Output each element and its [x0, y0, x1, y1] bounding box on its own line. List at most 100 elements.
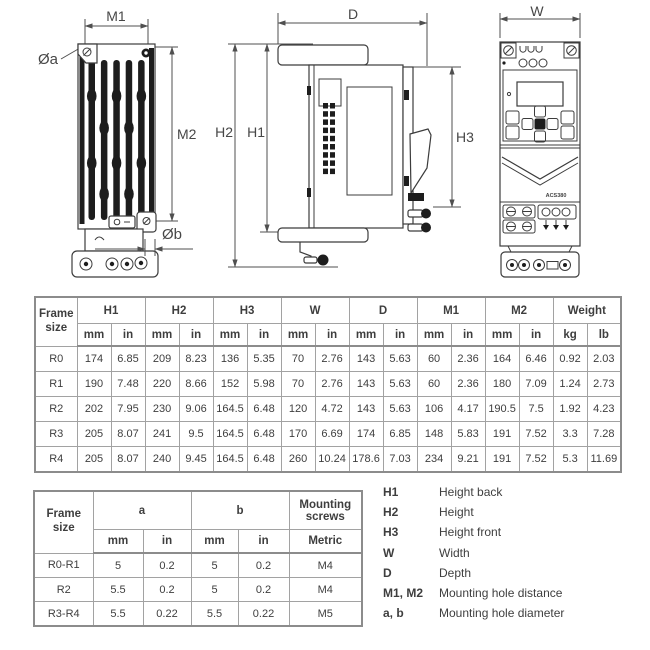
- cell: 70: [280, 371, 316, 397]
- cell: 6.85: [382, 421, 418, 447]
- cell: 143: [348, 345, 384, 372]
- cell: 5: [190, 577, 239, 602]
- connector-cover: [409, 128, 432, 195]
- unit-header: mm: [144, 323, 180, 347]
- legend-description: Height front: [439, 525, 502, 540]
- cell: 164.5: [212, 446, 248, 473]
- cell: 5.3: [552, 446, 588, 473]
- cell: 143: [348, 396, 384, 422]
- frame-cell: R1: [34, 371, 78, 397]
- cell: 230: [144, 396, 180, 422]
- legend-item: D Depth: [383, 563, 564, 583]
- cell: 8.07: [110, 446, 146, 473]
- cell: 10.24: [314, 446, 350, 473]
- cell: 4.23: [586, 396, 622, 422]
- cell: M4: [288, 577, 363, 602]
- bottom-mounting-tab: [277, 227, 369, 243]
- drive-side-profile: [277, 44, 432, 266]
- group-header-m2: M2: [484, 296, 554, 324]
- control-panel: [502, 69, 578, 142]
- cell: 178.6: [348, 446, 384, 473]
- cell: 8.66: [178, 371, 214, 397]
- cell: 136: [212, 345, 248, 372]
- cell: 180: [484, 371, 520, 397]
- legend-term: W: [383, 545, 395, 560]
- cell: 0.22: [237, 601, 290, 627]
- cell: 2.03: [586, 345, 622, 372]
- table-row: R4 205 8.07 240 9.45 164.5 6.48 260 10.2…: [34, 446, 622, 473]
- legend-description: Height: [439, 505, 474, 520]
- cell: 0.2: [142, 577, 192, 602]
- unit-header-row: mm in mm in mm in mm in mm in mm in mm i…: [35, 323, 622, 347]
- heatsink-body: [77, 43, 157, 233]
- cell: 11.69: [586, 446, 622, 473]
- cell: M4: [288, 552, 363, 578]
- connector-icon: [519, 46, 527, 53]
- legend-item: H3 Height front: [383, 522, 564, 542]
- cell: 7.52: [518, 446, 554, 473]
- cell: 152: [212, 371, 248, 397]
- frame-cell: R2: [33, 577, 94, 602]
- legend-description: Height back: [439, 485, 503, 500]
- cell: 170: [280, 421, 316, 447]
- dip-switch-block: [323, 103, 335, 175]
- cell: 220: [144, 371, 180, 397]
- cell: 5: [92, 552, 144, 578]
- cell: 5.63: [382, 371, 418, 397]
- table-row: R2 5.5 0.2 5 0.2 M4: [33, 577, 363, 602]
- cell: 5.63: [382, 345, 418, 372]
- frame-size-header: Frame size: [33, 490, 94, 554]
- mounting-ear-top-left: [77, 43, 98, 64]
- group-header-d: D: [348, 296, 418, 324]
- cell: 2.76: [314, 345, 350, 372]
- h2-dimension: H2: [215, 43, 338, 268]
- cell: 2.76: [314, 371, 350, 397]
- group-header-b: b: [190, 490, 290, 530]
- cell: 60: [416, 371, 452, 397]
- cell: 205: [76, 421, 112, 447]
- cell: 4.17: [450, 396, 486, 422]
- group-header-row: Frame size H1 H2 H3 W D M1 M2 Weight: [34, 296, 622, 347]
- w-dimension: W: [499, 6, 581, 38]
- mounting-ear-bottom-right: [136, 211, 157, 233]
- cell: M5: [288, 601, 363, 627]
- corner-screw-right: [563, 42, 580, 59]
- legend-item: a, b Mounting hole diameter: [383, 603, 564, 623]
- group-header-w: W: [280, 296, 350, 324]
- legend-item: M1, M2 Mounting hole distance: [383, 583, 564, 603]
- frame-cell: R4: [34, 446, 78, 473]
- cell: 5.98: [246, 371, 282, 397]
- frame-cell: R3: [34, 421, 78, 447]
- unit-header: in: [450, 323, 486, 347]
- h3-label: H3: [456, 129, 474, 145]
- cell: 164.5: [212, 396, 248, 422]
- keypad: [505, 105, 575, 143]
- unit-header: mm: [484, 323, 520, 347]
- cell: 1.92: [552, 396, 588, 422]
- front-view-drawing: W: [499, 6, 581, 278]
- group-header-a: a: [92, 490, 192, 530]
- unit-header: mm: [190, 529, 239, 554]
- rear-view-drawing: M1 M2 Øa: [38, 8, 197, 278]
- cell: 5.83: [450, 421, 486, 447]
- unit-header: in: [314, 323, 350, 347]
- cell: 191: [484, 421, 520, 447]
- cell: 0.2: [142, 552, 192, 578]
- unit-header: kg: [552, 323, 588, 347]
- product-label: ACS380: [546, 193, 567, 199]
- unit-header: in: [110, 323, 146, 347]
- legend-term: M1, M2: [383, 586, 424, 601]
- cell: 9.45: [178, 446, 214, 473]
- dia-b-label: Øb: [162, 226, 182, 243]
- cell: 7.48: [110, 371, 146, 397]
- cable-clamp-plate: [500, 251, 580, 278]
- cell: 9.5: [178, 421, 214, 447]
- cell: 2.73: [586, 371, 622, 397]
- unit-header: in: [237, 529, 290, 554]
- unit-header: Metric: [288, 529, 363, 554]
- cell: 7.09: [518, 371, 554, 397]
- unit-header: mm: [416, 323, 452, 347]
- m1-label: M1: [106, 8, 126, 24]
- cell: 148: [416, 421, 452, 447]
